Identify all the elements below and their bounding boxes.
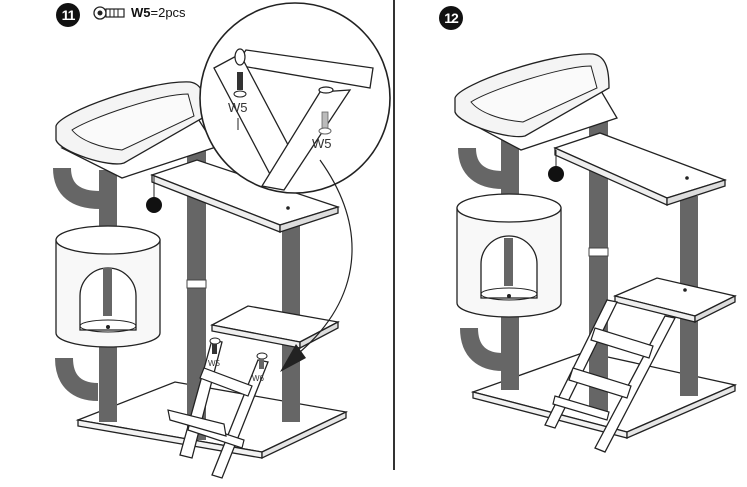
post-left-lower [99,340,117,422]
step-number-badge: 12 [439,6,463,30]
ladder [167,339,269,479]
ladder-screw-right [256,352,268,369]
hanging-ball [146,197,162,213]
condo-cylinder [55,225,161,348]
screw-icon [93,6,125,20]
post-sleeve-ring [186,279,207,289]
ladder-screw-left [209,337,221,354]
condo-cylinder [456,193,562,318]
hanging-ball [548,166,564,182]
curved-arm-lower [460,327,504,371]
callout-label: W5 [312,136,332,151]
post-center [187,145,206,440]
post-left-upper [501,130,519,200]
top-bed [55,81,217,179]
curved-arm-lower [55,357,99,401]
callout-label: W5 [208,359,221,368]
post-sleeve-ring [588,247,609,257]
middle-platform [553,132,728,207]
panel-divider [393,0,395,470]
post-left-lower [501,310,519,390]
step-12-drawing [454,53,738,453]
base-board [75,381,349,460]
parts-label: W5=2pcs [131,5,186,20]
top-bed [454,53,618,151]
callout-label: W5 [228,100,248,115]
detail-magnifier [199,2,391,194]
step-11-drawing: W5 W6 W5 W5 [53,2,391,479]
step-number-badge: 11 [56,3,80,27]
detail-arrow [280,159,353,372]
callout-label: W6 [252,374,265,383]
curved-arm-upper [53,167,101,209]
step-12-panel: 12 [395,0,747,487]
curved-arm-upper [458,147,504,189]
post-left-upper [99,170,117,240]
lower-platform [612,277,737,324]
lower-platform [210,305,340,350]
step-11-panel: 11 [53,2,391,479]
middle-platform [150,159,341,233]
ladder [544,299,676,453]
